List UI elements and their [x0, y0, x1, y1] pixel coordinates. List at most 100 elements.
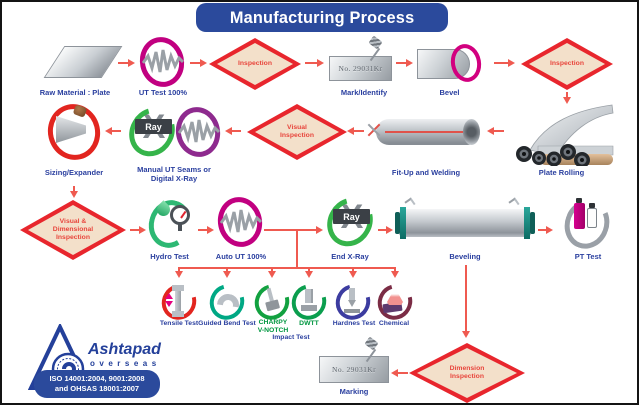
- diamond-text-line1: Visual: [287, 123, 307, 131]
- arrow: [538, 225, 553, 234]
- label-sizing-expander: Sizing/Expander: [44, 168, 104, 177]
- label-pt-test: PT Test: [574, 252, 602, 261]
- raw-plate-icon: [43, 46, 123, 78]
- arrow: [225, 126, 241, 135]
- label-ut-test: UT Test 100%: [138, 88, 188, 97]
- label-tensile-test: Tensile Test: [159, 320, 199, 327]
- inspection-1-diamond: Inspection: [209, 38, 301, 90]
- rollers: [516, 144, 590, 166]
- diamond-text-line3: Inspection: [56, 234, 90, 241]
- arrow: [487, 126, 504, 135]
- weld-sparks-icon: [366, 120, 382, 140]
- label-beveling: Beveling: [449, 252, 481, 261]
- fit-up-welding-pipe-icon: [376, 119, 480, 145]
- diamond-label: Dimension Inspection: [409, 343, 525, 403]
- pipe-flange: [395, 212, 400, 234]
- label-impact-test: Impact Test: [272, 334, 310, 341]
- diamond-text-line2: Inspection: [450, 373, 484, 380]
- plate-stamp-text: No. 29031Kr: [338, 64, 383, 73]
- visual-dimensional-inspection-diamond: Visual & Dimensional Inspection: [20, 200, 126, 260]
- label-hardness-test: Hardnes Test: [332, 320, 376, 327]
- page-title: Manufacturing Process: [229, 7, 415, 27]
- label-guided-bend-test: Guided Bend Test: [198, 320, 256, 327]
- label-manual-ut-line1: Manual UT Seams or: [137, 165, 211, 174]
- arrow: [118, 58, 135, 67]
- arrow: [378, 225, 393, 234]
- iso-certification-badge: ISO 14001:2004, 9001:2008 and OHSAS 1800…: [34, 370, 160, 398]
- label-charpy: CHARPY V-NOTCH: [250, 319, 296, 336]
- label-manual-ut-line2: Digital X-Ray: [150, 174, 198, 184]
- branch-arrow: [267, 267, 276, 278]
- diamond-label: Inspection: [209, 38, 301, 90]
- branch-arrow: [174, 267, 183, 278]
- label-raw-material: Raw Material : Plate: [39, 88, 111, 97]
- bevel-tool-icon: [508, 197, 520, 209]
- label-bevel: Bevel: [439, 88, 460, 97]
- branch-line: [179, 267, 396, 269]
- diamond-label: Inspection: [521, 38, 613, 90]
- diamond-label: Visual & Dimensional Inspection: [20, 200, 126, 260]
- hardness-indenter-icon: [344, 288, 360, 313]
- arrow: [198, 225, 214, 234]
- arrow: [69, 186, 78, 198]
- developer-can-icon: [587, 208, 597, 228]
- branch-arrow: [390, 267, 399, 278]
- pipe-flange: [530, 212, 535, 234]
- label-fit-up-welding: Fit-Up and Welding: [391, 168, 461, 177]
- branch-arrow: [304, 267, 313, 278]
- label-hydro-test: Hydro Test: [150, 252, 189, 261]
- mark-identify-plate-icon: No. 29031Kr: [329, 56, 392, 81]
- penetrant-can-icon: [574, 203, 585, 229]
- diamond-text-line2: Inspection: [280, 132, 314, 139]
- hydro-test-ring-icon: [143, 195, 197, 253]
- marking-plate-icon: No. 29031Kr: [319, 356, 389, 383]
- label-charpy-line1: CHARPY: [258, 319, 288, 326]
- arrow: [396, 58, 413, 67]
- punch-tool-icon: [360, 340, 382, 364]
- arrow: [461, 265, 470, 338]
- label-auto-ut: Auto UT 100%: [215, 252, 267, 261]
- branch-arrow: [348, 267, 357, 278]
- punch-tool-icon: [364, 39, 386, 63]
- label-marking: Marking: [339, 387, 369, 396]
- branch-line: [296, 230, 298, 268]
- tensile-arrow-up-icon: [165, 289, 173, 299]
- can-cap: [576, 198, 582, 203]
- dwtt-press-icon: [301, 289, 317, 311]
- diamond-text-line1: Visual &: [59, 217, 87, 225]
- arrow: [562, 92, 571, 104]
- tensile-arrow-down-icon: [165, 301, 173, 311]
- manual-xray-ray-label: Ray: [135, 119, 172, 134]
- arrow: [305, 58, 324, 67]
- dimension-inspection-diamond: Dimension Inspection: [409, 343, 525, 403]
- arrow: [347, 126, 364, 135]
- label-charpy-line2: V-NOTCH: [257, 327, 289, 335]
- can-cap: [589, 203, 595, 208]
- inspection-2-diamond: Inspection: [521, 38, 613, 90]
- brand-subtitle: overseas: [90, 359, 161, 368]
- manual-ut-waveform-icon: [178, 119, 220, 144]
- plate-rolling-icon: [516, 104, 614, 166]
- label-end-xray: End X-Ray: [331, 252, 369, 261]
- bevel-plate-icon: [417, 49, 470, 79]
- arrow: [190, 58, 207, 67]
- title-bar: Manufacturing Process: [196, 3, 448, 32]
- plate-stamp-text: No. 29031Kr: [332, 365, 376, 374]
- arrow: [264, 225, 323, 234]
- arrow: [391, 368, 408, 377]
- diamond-text: Inspection: [238, 59, 272, 67]
- end-xray-ray-label: Ray: [333, 209, 370, 224]
- label-manual-ut: Manual UT Seams or Digital X-Ray: [110, 165, 238, 184]
- diamond-text: Inspection: [550, 59, 584, 67]
- branch-arrow: [222, 267, 231, 278]
- visual-inspection-diamond: Visual Inspection: [247, 104, 347, 160]
- iso-line1: ISO 14001:2004, 9001:2008: [49, 374, 145, 384]
- iso-line2: and OHSAS 18001:2007: [54, 384, 140, 393]
- label-plate-rolling: Plate Rolling: [538, 168, 585, 177]
- arrow: [105, 126, 121, 135]
- diamond-text-line2: Dimensional: [52, 225, 94, 233]
- ut-waveform-icon: [142, 49, 184, 74]
- bevel-tool-icon: [404, 197, 416, 209]
- label-mark-identify: Mark/Identify: [340, 88, 388, 97]
